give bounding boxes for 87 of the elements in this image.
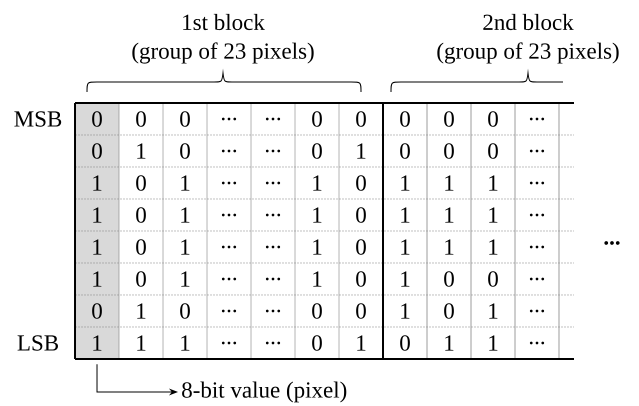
bit-value: ...: [222, 310, 236, 312]
bit-value: 0: [356, 271, 366, 287]
bit-value: 0: [92, 143, 102, 159]
bit-value: 0: [488, 143, 498, 159]
bit-value: 1: [181, 239, 190, 255]
bit-value: ...: [266, 246, 280, 248]
bit-value: 1: [181, 175, 190, 191]
bit-value: 0: [444, 303, 454, 319]
bit-value: 1: [489, 207, 498, 223]
block-subheading: (group of 23 pixels): [437, 42, 619, 64]
bit-value: 0: [92, 303, 102, 319]
bit-value: 1: [313, 239, 322, 255]
bit-value: 1: [445, 207, 454, 223]
bit-value: 0: [400, 143, 410, 159]
bit-value: 0: [180, 143, 190, 159]
bit-value: 1: [445, 175, 454, 191]
bit-value: 1: [93, 175, 102, 191]
bit-value: ...: [530, 342, 544, 344]
bit-value: ...: [222, 150, 236, 152]
bit-value: ...: [266, 214, 280, 216]
bit-value: 0: [444, 111, 454, 127]
bit-value: 0: [356, 239, 366, 255]
bit-value: ...: [530, 182, 544, 184]
bit-value: ...: [266, 310, 280, 312]
bit-value: 1: [313, 271, 322, 287]
bit-value: 1: [93, 239, 102, 255]
bit-value: ...: [222, 182, 236, 184]
bit-value: ...: [530, 214, 544, 216]
bit-value: 1: [401, 271, 410, 287]
bit-value: 1: [489, 239, 498, 255]
bit-value: 1: [181, 207, 190, 223]
bit-value: ...: [530, 150, 544, 152]
bit-value: 0: [92, 111, 102, 127]
bit-value: ...: [530, 118, 544, 120]
bit-value: ...: [530, 278, 544, 280]
bit-value: ...: [266, 150, 280, 152]
bit-value: 1: [401, 175, 410, 191]
bit-value: 0: [488, 111, 498, 127]
bit-value: 0: [444, 271, 454, 287]
bit-value: 0: [356, 207, 366, 223]
bit-value: 1: [489, 303, 498, 319]
bit-value: ...: [530, 310, 544, 312]
shaded-column: [75, 103, 119, 359]
bit-value: 1: [93, 335, 102, 351]
bit-value: 1: [489, 175, 498, 191]
bit-value: 0: [180, 303, 190, 319]
bit-value: ...: [222, 246, 236, 248]
bit-value: 0: [312, 335, 322, 351]
bit-value: 0: [356, 303, 366, 319]
bit-value: 1: [93, 207, 102, 223]
bit-value: 1: [445, 335, 454, 351]
bit-value: 0: [356, 111, 366, 127]
bit-value: 0: [488, 271, 498, 287]
bit-value: ...: [222, 342, 236, 344]
bit-value: ...: [530, 246, 544, 248]
bit-value: 1: [181, 271, 190, 287]
ellipsis: ...: [604, 241, 620, 245]
bit-value: ...: [222, 278, 236, 280]
bit-value: 0: [356, 175, 366, 191]
bit-value: 0: [312, 143, 322, 159]
bit-value: ...: [266, 342, 280, 344]
bit-value: ...: [222, 118, 236, 120]
bit-value: 1: [445, 239, 454, 255]
bit-value: 0: [312, 111, 322, 127]
bit-value: 1: [313, 207, 322, 223]
bit-value: 0: [400, 111, 410, 127]
bit-value: 1: [489, 335, 498, 351]
block-subheading: (group of 23 pixels): [132, 42, 314, 64]
block-heading: 1st block: [183, 14, 265, 30]
bit-value: 1: [357, 335, 366, 351]
bit-value: ...: [266, 278, 280, 280]
bit-value: 1: [357, 143, 366, 159]
bit-value: ...: [266, 118, 280, 120]
bit-value: 1: [401, 207, 410, 223]
bit-value: 1: [313, 175, 322, 191]
caption-text: 8-bit value (pixel): [182, 382, 346, 402]
bit-value: 0: [312, 303, 322, 319]
bit-value: 1: [93, 271, 102, 287]
bit-value: 1: [181, 335, 190, 351]
block-heading: 2nd block: [483, 14, 574, 30]
bit-value: ...: [222, 214, 236, 216]
bit-value: 0: [444, 143, 454, 159]
bit-value: 0: [180, 111, 190, 127]
bit-value: 1: [401, 239, 410, 255]
bit-value: 1: [401, 303, 410, 319]
bit-value: 0: [400, 335, 410, 351]
bit-value: ...: [266, 182, 280, 184]
